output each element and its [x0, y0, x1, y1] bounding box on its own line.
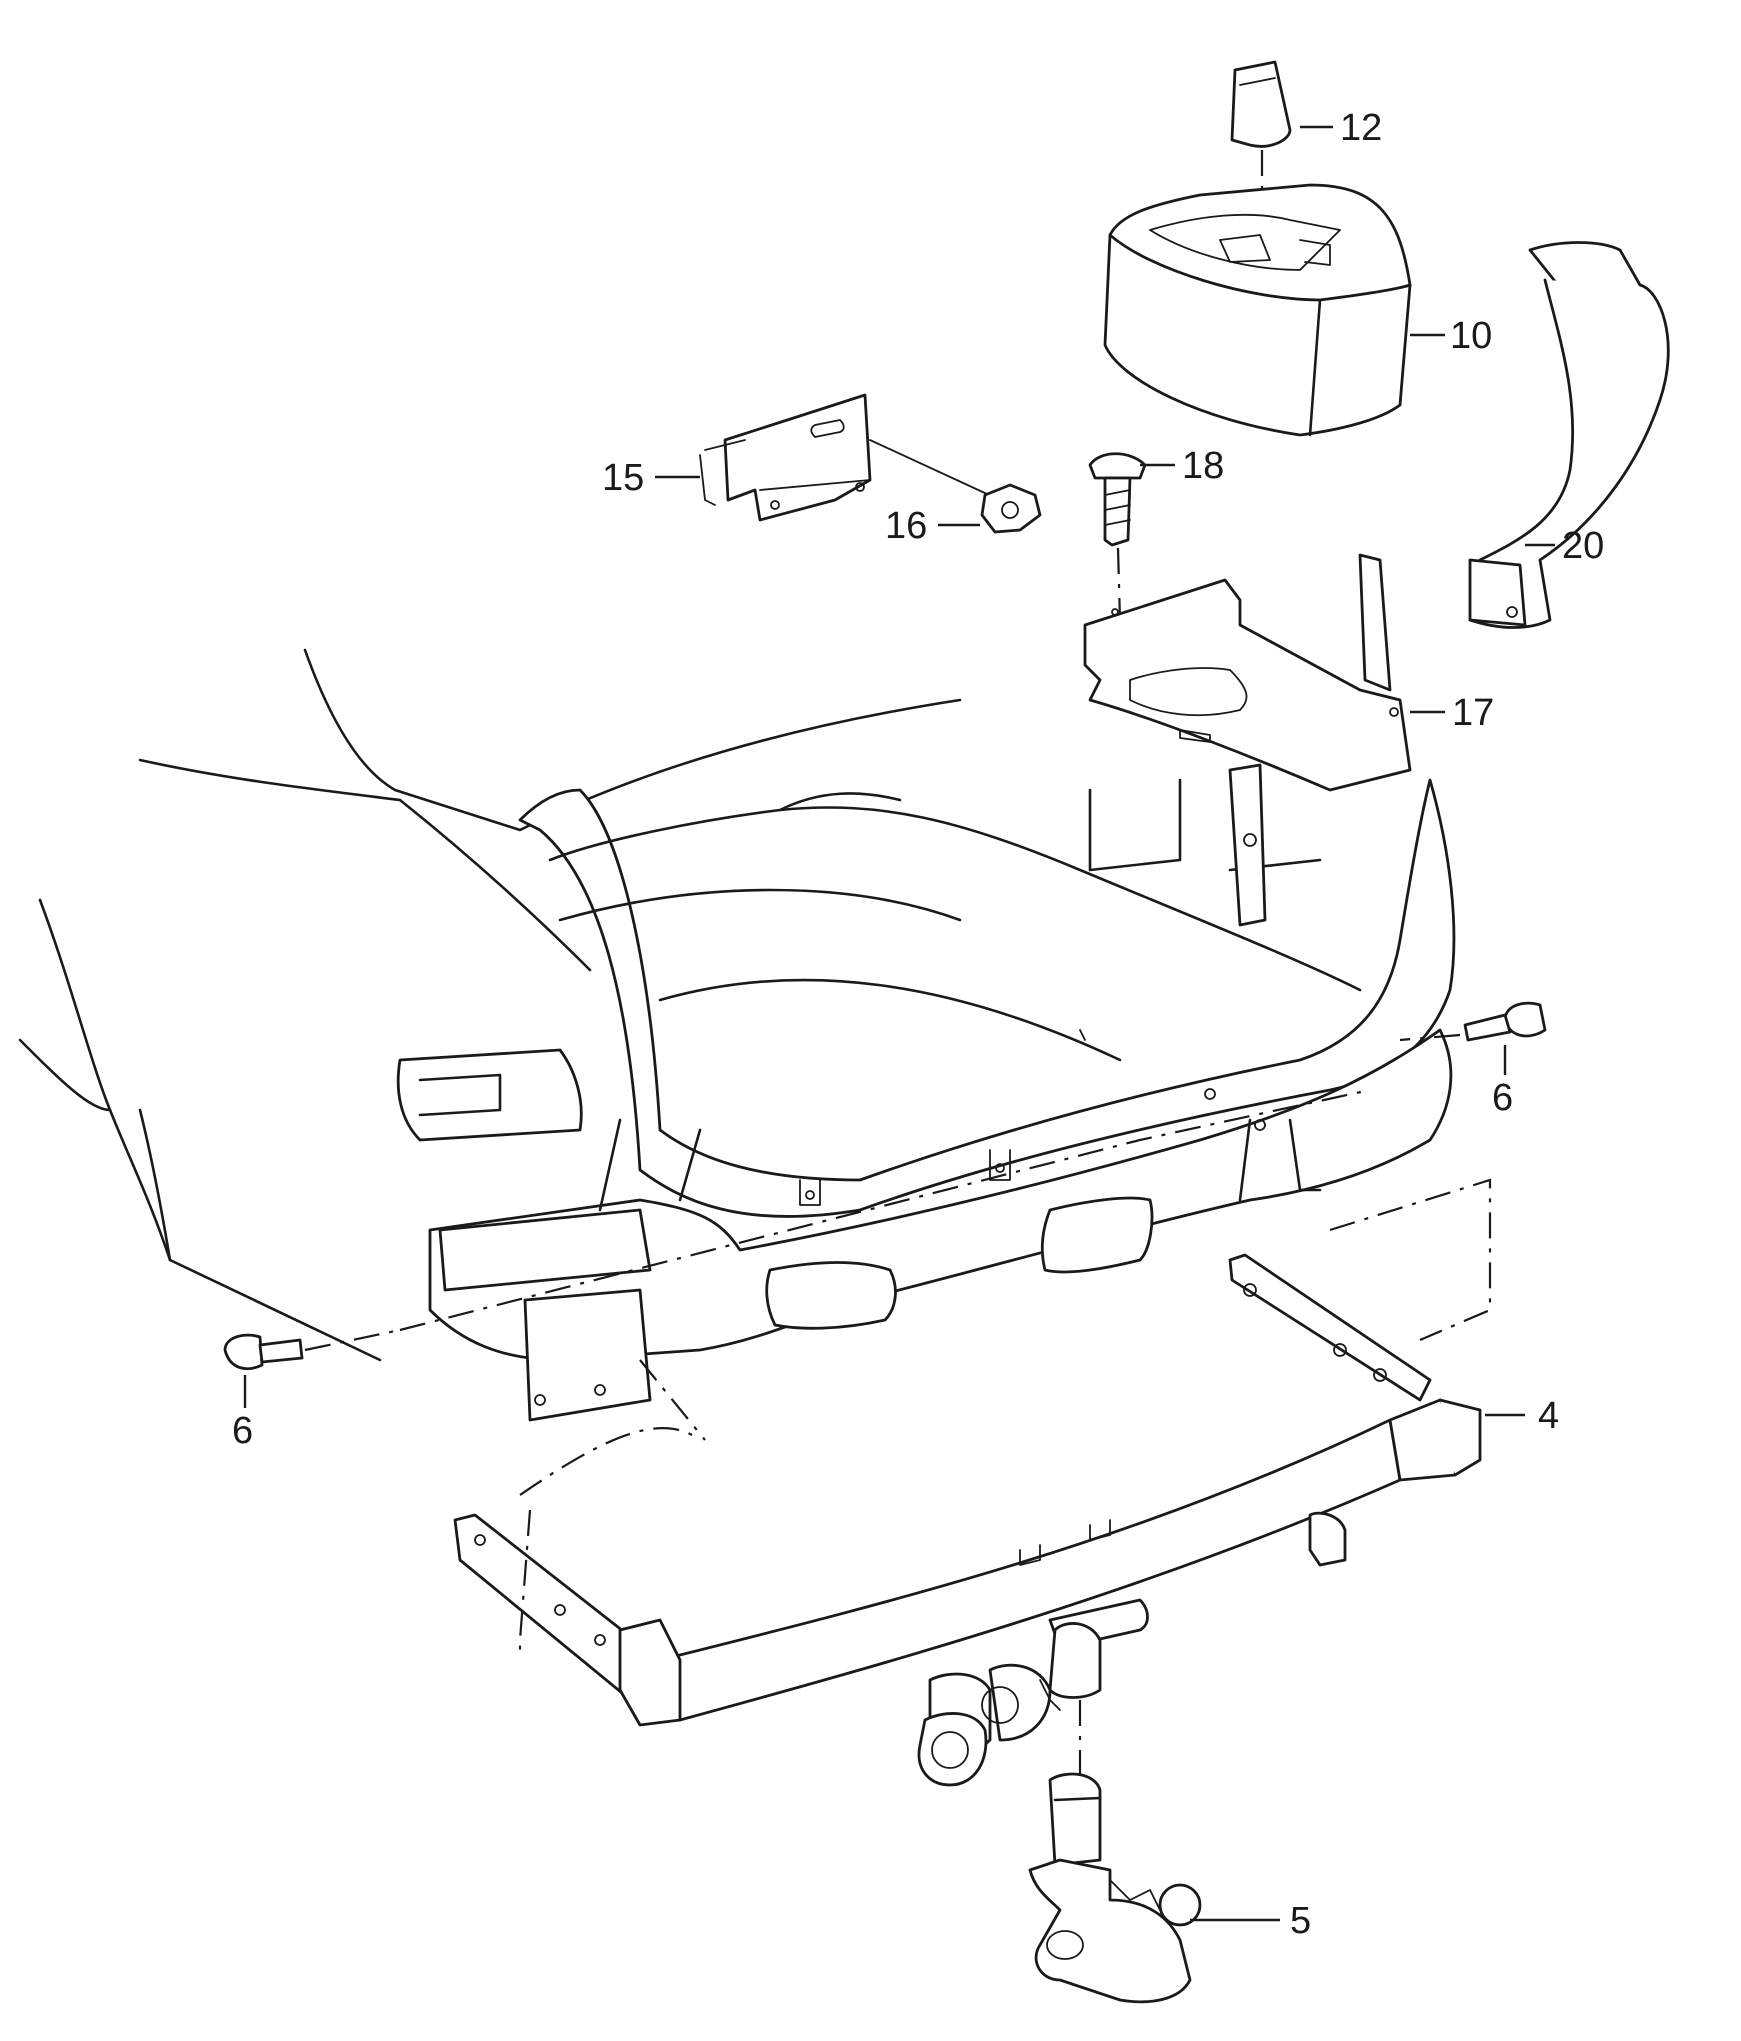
- callout-16: 16: [885, 505, 927, 547]
- callout-17: 17: [1452, 692, 1494, 734]
- assembly-lines: [399, 1088, 1492, 1655]
- part-17-support-plate: [1083, 553, 1412, 927]
- callout-6-left: 6: [232, 1410, 253, 1452]
- part-10-storage-box: [1103, 183, 1412, 437]
- callout-6-right: 6: [1492, 1077, 1513, 1119]
- part-16-nut: [980, 483, 1042, 534]
- callout-12: 12: [1340, 107, 1382, 149]
- vehicle-rear-body: [18, 648, 1456, 1422]
- part-4-tow-bar-crossmember: [453, 1253, 1482, 1787]
- callout-10: 10: [1450, 315, 1492, 357]
- callout-5: 5: [1290, 1900, 1311, 1942]
- callout-18: 18: [1182, 445, 1224, 487]
- callout-labels: 12 10 20 15 16 18 17 6 6 4 5: [232, 107, 1604, 1942]
- part-5-tow-ball: [1028, 1772, 1202, 2004]
- part-18-bolt: [1088, 452, 1147, 621]
- part-20-strap: [1468, 241, 1670, 629]
- part-15-bracket: [699, 393, 1001, 522]
- callout-20: 20: [1562, 525, 1604, 567]
- part-6-bolt-right: [1399, 1001, 1547, 1042]
- leader-lines: [243, 125, 1555, 1922]
- part-12-clip: [1230, 60, 1292, 240]
- callout-15: 15: [602, 457, 644, 499]
- callout-4: 4: [1538, 1395, 1559, 1437]
- part-6-bolt-left: [223, 1328, 401, 1371]
